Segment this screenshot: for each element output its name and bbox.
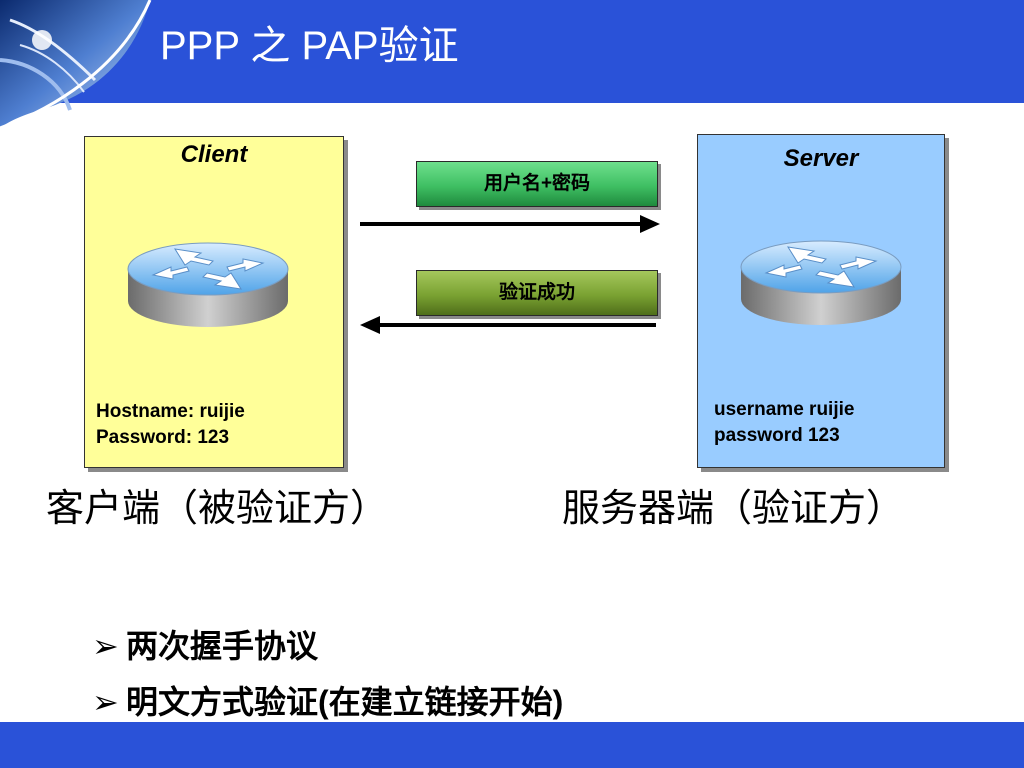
slide-footer bbox=[0, 722, 1024, 768]
header-decoration-image bbox=[0, 0, 152, 128]
client-panel: Client Hostname: ruijie Password: 123 bbox=[84, 136, 344, 468]
message-arrows bbox=[360, 215, 660, 334]
arrow-right-icon bbox=[360, 215, 660, 233]
client-caption: 客户端（被验证方） bbox=[46, 486, 389, 530]
server-username-text: username ruijie bbox=[714, 399, 855, 420]
bullet-text-1: 两次握手协议 bbox=[126, 628, 319, 664]
arrow-left-icon bbox=[360, 316, 656, 334]
client-password-text: Password: 123 bbox=[96, 427, 230, 448]
bullet-item-1: ➢两次握手协议 bbox=[92, 626, 318, 666]
client-config: Hostname: ruijie Password: 123 bbox=[96, 399, 245, 451]
slide-title: PPP 之 PAP验证 bbox=[160, 24, 459, 68]
bullet-text-2: 明文方式验证(在建立链接开始) bbox=[126, 684, 564, 720]
server-caption: 服务器端（验证方） bbox=[562, 486, 905, 530]
slide-header: PPP 之 PAP验证 bbox=[0, 0, 1024, 128]
router-icon bbox=[127, 242, 289, 327]
request-message-box: 用户名+密码 bbox=[416, 161, 658, 207]
arrowhead-bullet-icon: ➢ bbox=[92, 628, 119, 664]
server-config: username ruijie password 123 bbox=[714, 397, 854, 449]
client-hostname-text: Hostname: ruijie bbox=[96, 401, 245, 422]
client-title: Client bbox=[180, 141, 248, 168]
server-password-text: password 123 bbox=[714, 425, 840, 446]
server-title: Server bbox=[783, 145, 859, 172]
response-message-box: 验证成功 bbox=[416, 270, 658, 316]
router-icon bbox=[740, 240, 902, 325]
bullet-item-2: ➢明文方式验证(在建立链接开始) bbox=[92, 682, 563, 722]
server-panel: Server username ruijie password 123 bbox=[697, 134, 945, 468]
arrowhead-bullet-icon: ➢ bbox=[92, 684, 119, 720]
